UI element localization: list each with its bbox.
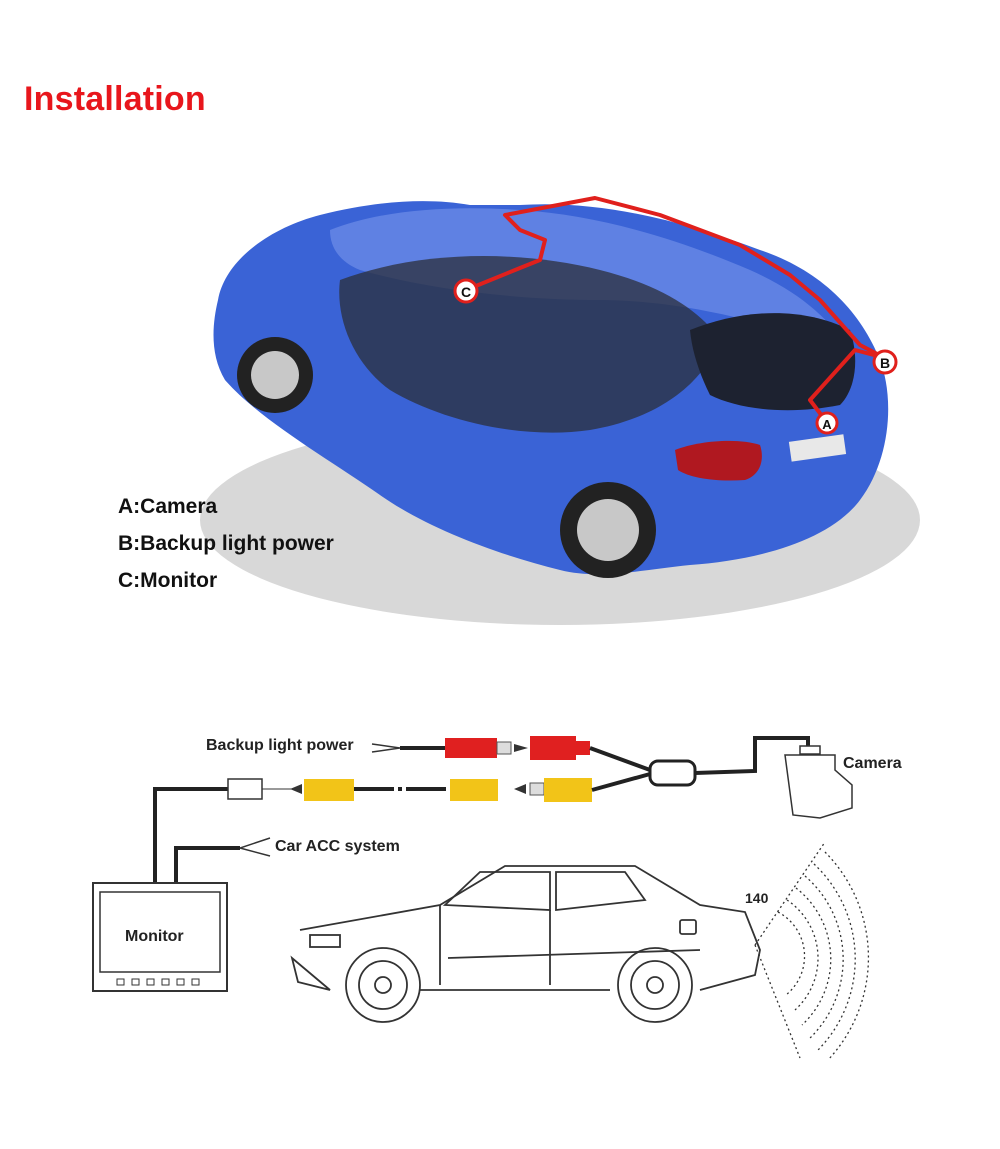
label-monitor: Monitor xyxy=(125,928,184,945)
merge-wires xyxy=(589,746,651,792)
legend-monitor: C:Monitor xyxy=(118,569,218,592)
marker-b: B xyxy=(880,355,890,371)
camera-view-arcs xyxy=(754,841,870,1061)
red-rca-right-end xyxy=(576,741,590,755)
backup-wire-split xyxy=(371,743,401,753)
yellow-rca-right-tip xyxy=(529,782,545,796)
junction-box xyxy=(648,759,697,787)
yellow-rca-right xyxy=(544,778,592,802)
arrow-yellow-left xyxy=(290,784,302,794)
arrow-red xyxy=(514,744,528,752)
rear-window xyxy=(690,313,856,411)
car-interior xyxy=(339,256,720,433)
monitor-connector xyxy=(227,778,263,800)
page-title: Installation xyxy=(24,80,206,118)
camera-mount xyxy=(799,745,821,755)
label-car-acc-system: Car ACC system xyxy=(275,838,400,855)
marker-c-circle xyxy=(453,278,479,304)
red-rca-left xyxy=(445,738,497,758)
monitor-buttons xyxy=(116,978,200,986)
label-camera: Camera xyxy=(843,755,902,772)
monitor-video-wire xyxy=(153,787,228,883)
label-backup-light-power: Backup light power xyxy=(206,737,354,754)
front-rim xyxy=(251,351,299,399)
rear-light xyxy=(675,440,762,481)
sedan-icon xyxy=(290,865,761,1023)
yellow-rca-left xyxy=(304,779,354,801)
red-rca-right xyxy=(530,736,576,760)
monitor-screen xyxy=(99,891,221,973)
license-plate xyxy=(788,434,847,462)
rear-rim xyxy=(577,499,639,561)
arrow-yellow-right xyxy=(514,784,526,794)
camera-icon xyxy=(784,754,853,819)
yellow-rca-mid xyxy=(450,779,498,801)
marker-a: A xyxy=(822,417,832,432)
legend-camera: A:Camera xyxy=(118,495,218,518)
acc-wire-split xyxy=(237,837,271,857)
marker-c: C xyxy=(461,284,471,300)
legend: A:Camera B:Backup light power C:Monitor xyxy=(118,488,334,599)
acc-wire xyxy=(174,846,240,883)
red-rca-left-tip xyxy=(496,741,512,755)
camera-wire xyxy=(694,736,810,775)
label-view-angle: 140 xyxy=(745,890,769,906)
wire-route xyxy=(465,196,887,422)
legend-backup-light-power: B:Backup light power xyxy=(118,532,334,555)
marker-a-circle xyxy=(815,411,839,435)
marker-b-circle xyxy=(872,349,898,375)
